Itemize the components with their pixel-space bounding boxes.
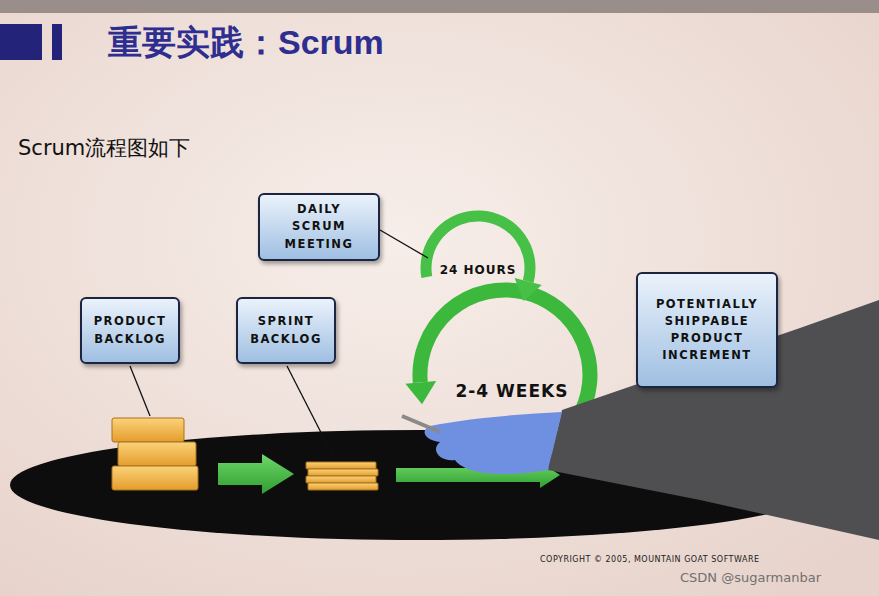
title-block bbox=[0, 24, 42, 60]
subtitle: Scrum流程图如下 bbox=[18, 134, 190, 162]
title-bar bbox=[52, 24, 62, 60]
loop-arrowhead bbox=[405, 381, 436, 404]
copyright-note: COPYRIGHT © 2005, MOUNTAIN GOAT SOFTWARE bbox=[540, 555, 760, 564]
product-stack bbox=[112, 418, 198, 490]
backlog-box: SPRINT BACKLOG bbox=[236, 297, 336, 364]
box-label: PRODUCT BACKLOG bbox=[90, 313, 170, 348]
daily-loop bbox=[426, 216, 530, 282]
watermark: CSDN @sugarmanbar bbox=[680, 570, 821, 585]
leader-line bbox=[130, 366, 150, 416]
pointer bbox=[402, 416, 440, 432]
box-label: DAILY SCRUM MEETING bbox=[268, 201, 370, 253]
leader-line bbox=[287, 366, 334, 458]
meeting-box: DAILY SCRUM MEETING bbox=[258, 193, 380, 261]
increment-box: POTENTIALLY SHIPPABLE PRODUCT INCREMENT bbox=[636, 272, 778, 388]
backlog-item bbox=[112, 466, 198, 490]
leader-line bbox=[380, 230, 428, 258]
backlog-item bbox=[118, 442, 196, 466]
presenter-glove bbox=[425, 412, 562, 474]
slide-title: 重要实践：Scrum bbox=[108, 20, 384, 66]
sprint-item bbox=[308, 469, 378, 476]
sprint-stack bbox=[306, 462, 378, 490]
box-label: POTENTIALLY SHIPPABLE PRODUCT INCREMENT bbox=[646, 296, 768, 365]
flow-arrow bbox=[218, 454, 294, 494]
loop-arrowhead bbox=[515, 278, 542, 301]
sprint-item bbox=[306, 462, 376, 469]
top-strip bbox=[0, 0, 879, 13]
backlog-item bbox=[112, 418, 184, 442]
cycle-label: 2-4 WEEKS bbox=[455, 381, 568, 401]
backlog-box: PRODUCT BACKLOG bbox=[80, 297, 180, 364]
sprint-item bbox=[308, 483, 378, 490]
sprint-item bbox=[306, 476, 376, 483]
cycle-label: 24 HOURS bbox=[440, 263, 517, 277]
box-label: SPRINT BACKLOG bbox=[246, 313, 326, 348]
